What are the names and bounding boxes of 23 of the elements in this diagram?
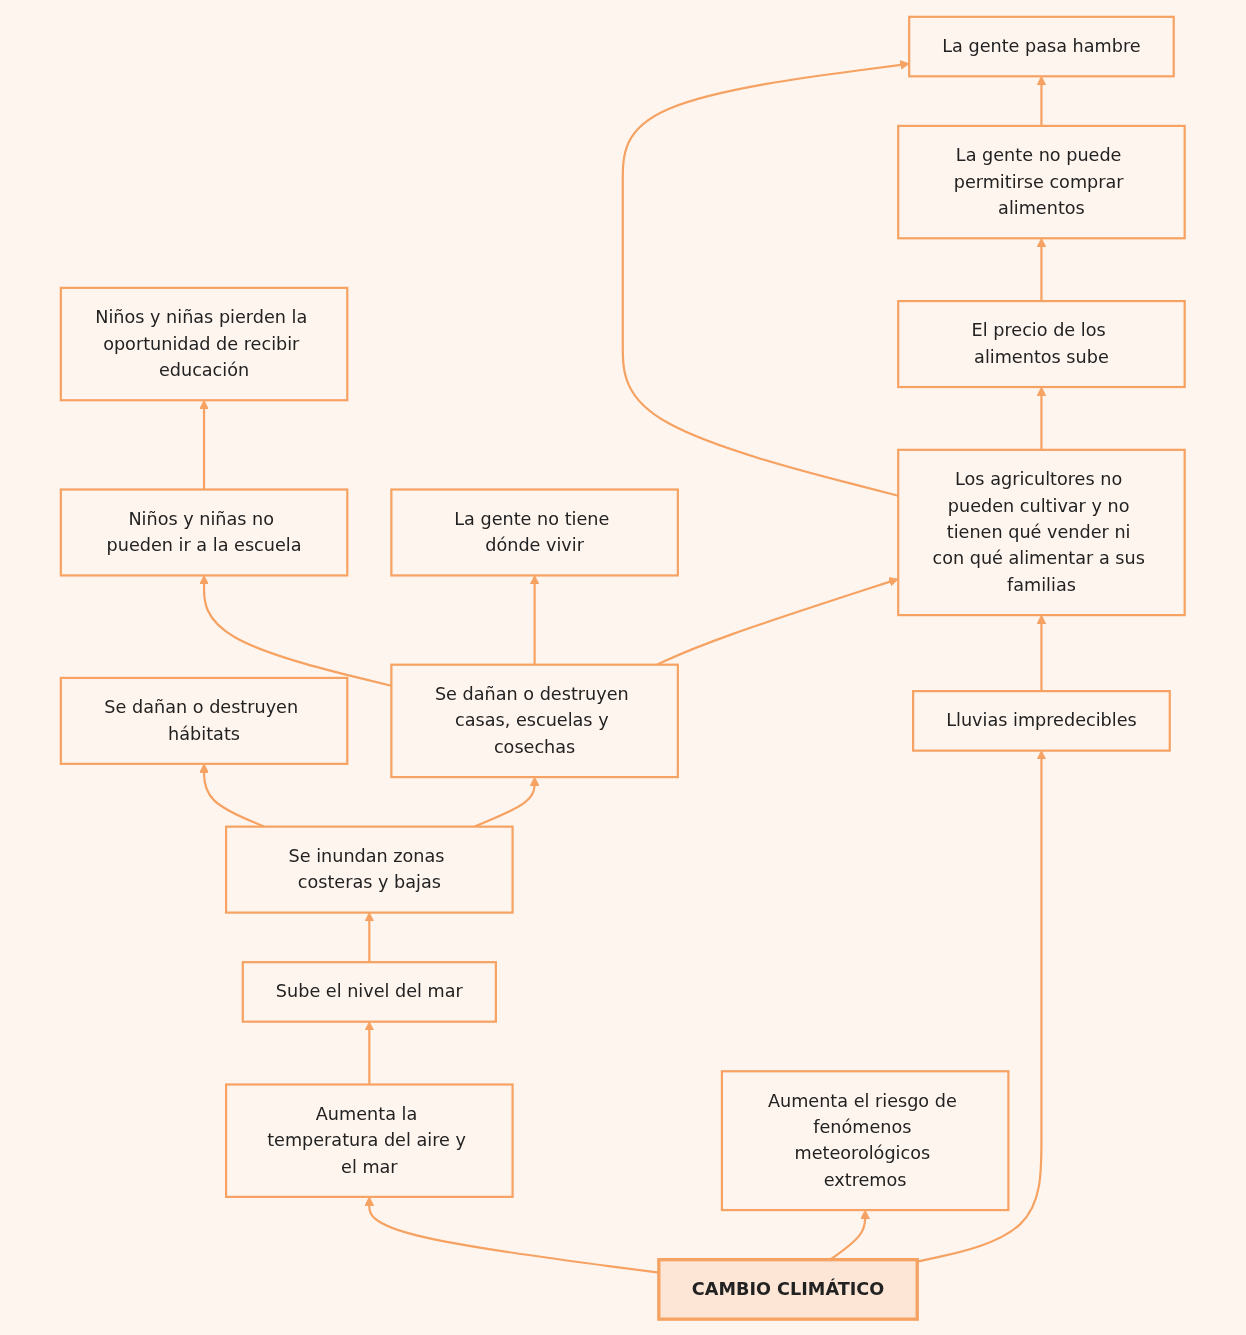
- node-box: Niños y niñas no pueden ir a la escuela: [59, 487, 349, 577]
- arrow: [1036, 386, 1047, 450]
- node-box: Aumenta la temperatura del aire y el mar: [225, 1082, 514, 1198]
- arrow: [199, 574, 392, 687]
- arrow: [1036, 614, 1047, 691]
- arrow: [1036, 237, 1047, 301]
- node-box: Sube el nivel del mar: [241, 960, 498, 1023]
- node-box: CAMBIO CLIMÁTICO: [657, 1257, 920, 1321]
- arrow: [621, 59, 910, 497]
- node-box: Aumenta el riesgo de fenómenos meteorológicos extremos: [721, 1069, 1010, 1211]
- node-box: Niños y niñas pierden la oportunidad de recibir educación: [59, 286, 349, 401]
- node-box: Los agricultores no pueden cultivar y no tienen qué vender ni con qué alimentar a sus familias: [897, 448, 1187, 616]
- node-box: Se dañan o destruyen hábitats: [59, 676, 349, 765]
- node-box: El precio de los alimentos sube: [897, 299, 1187, 388]
- node-box: La gente no tiene dónde vivir: [390, 487, 680, 577]
- node-box: Se inundan zonas costeras y bajas: [225, 825, 514, 914]
- node-box: Lluvias impredecibles: [912, 689, 1172, 752]
- node-box: La gente no puede permitirse comprar alimentos: [897, 124, 1187, 239]
- arrow: [199, 399, 210, 489]
- arrow: [1036, 75, 1047, 126]
- arrow: [530, 574, 540, 665]
- node-box: Se dañan o destruyen casas, escuelas y cosechas: [390, 663, 680, 778]
- node-box: La gente pasa hambre: [908, 15, 1176, 77]
